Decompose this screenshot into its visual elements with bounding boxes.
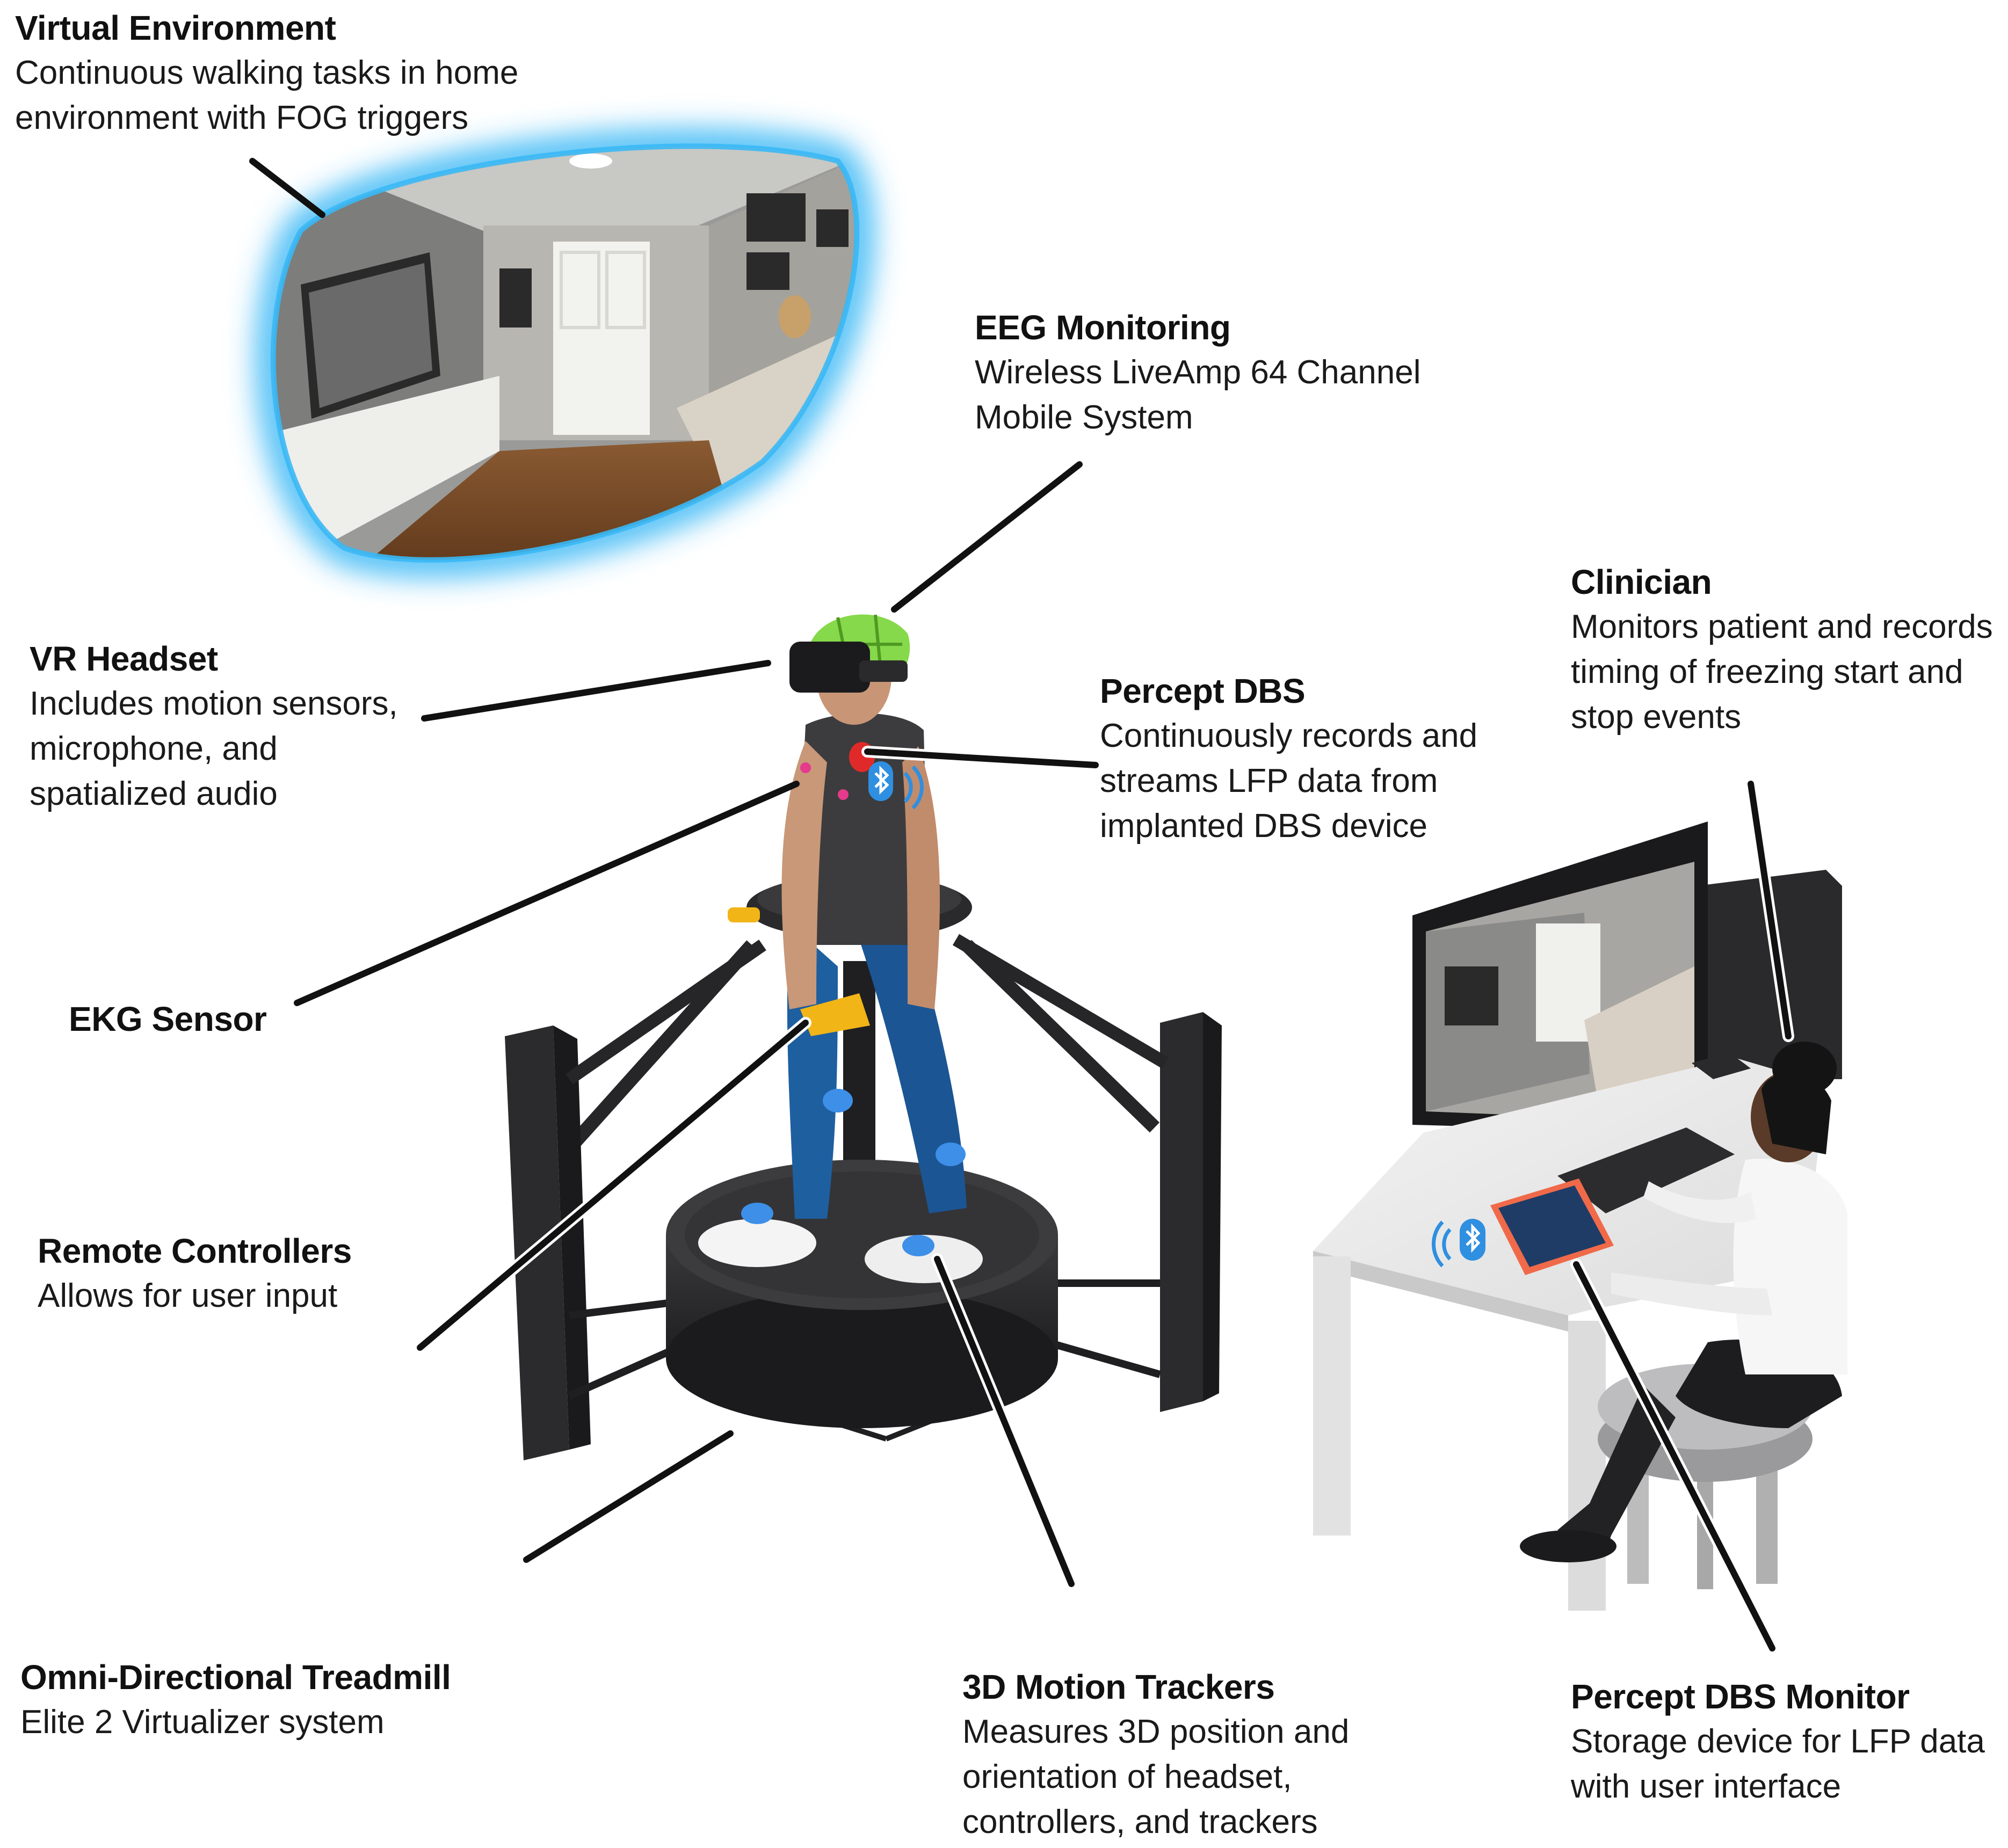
virtual-environment-view bbox=[257, 130, 873, 576]
label-title: Percept DBS Monitor bbox=[1571, 1677, 1910, 1716]
label-title: Remote Controllers bbox=[38, 1232, 352, 1270]
label-title: EKG Sensor bbox=[69, 1000, 267, 1038]
label-description: Continuous walking tasks in home environ… bbox=[15, 54, 519, 136]
label-description: Monitors patient and records timing of f… bbox=[1571, 608, 1993, 736]
label-motion-trackers: 3D Motion Trackers Measures 3D position … bbox=[962, 1664, 1349, 1845]
label-dbs-monitor: Percept DBS Monitor Storage device for L… bbox=[1571, 1674, 1985, 1809]
label-virtual-environment: Virtual Environment Continuous walking t… bbox=[15, 5, 518, 141]
label-title: Omni-Directional Treadmill bbox=[20, 1658, 451, 1697]
label-title: 3D Motion Trackers bbox=[962, 1668, 1275, 1706]
label-description: Measures 3D position and orientation of … bbox=[962, 1713, 1350, 1840]
label-description: Wireless LiveAmp 64 Channel Mobile Syste… bbox=[975, 354, 1421, 436]
leader-lines bbox=[249, 158, 1794, 1654]
label-vr-headset: VR Headset Includes motion sensors, micr… bbox=[30, 636, 398, 817]
label-description: Allows for user input bbox=[38, 1277, 338, 1314]
omni-directional-treadmill bbox=[505, 875, 1222, 1460]
label-title: Virtual Environment bbox=[15, 9, 336, 47]
label-description: Continuously records and streams LFP dat… bbox=[1100, 717, 1478, 845]
label-description: Storage device for LFP data with user in… bbox=[1571, 1723, 1985, 1805]
label-eeg-monitoring: EEG Monitoring Wireless LiveAmp 64 Chann… bbox=[975, 305, 1421, 440]
label-percept-dbs: Percept DBS Continuously records and str… bbox=[1100, 668, 1477, 849]
patient-figure bbox=[698, 614, 983, 1283]
clinician-workstation bbox=[1313, 821, 1847, 1611]
label-title: Percept DBS bbox=[1100, 672, 1306, 710]
label-omni-treadmill: Omni-Directional Treadmill Elite 2 Virtu… bbox=[20, 1655, 451, 1745]
label-title: Clinician bbox=[1571, 563, 1712, 601]
label-title: EEG Monitoring bbox=[975, 308, 1231, 347]
label-title: VR Headset bbox=[30, 639, 218, 678]
label-remote-controllers: Remote Controllers Allows for user input bbox=[38, 1228, 352, 1319]
label-clinician: Clinician Monitors patient and records t… bbox=[1571, 559, 1993, 740]
label-description: Elite 2 Virtualizer system bbox=[20, 1704, 385, 1741]
label-description: Includes motion sensors, microphone, and… bbox=[30, 685, 398, 812]
label-ekg-sensor: EKG Sensor bbox=[69, 996, 267, 1042]
